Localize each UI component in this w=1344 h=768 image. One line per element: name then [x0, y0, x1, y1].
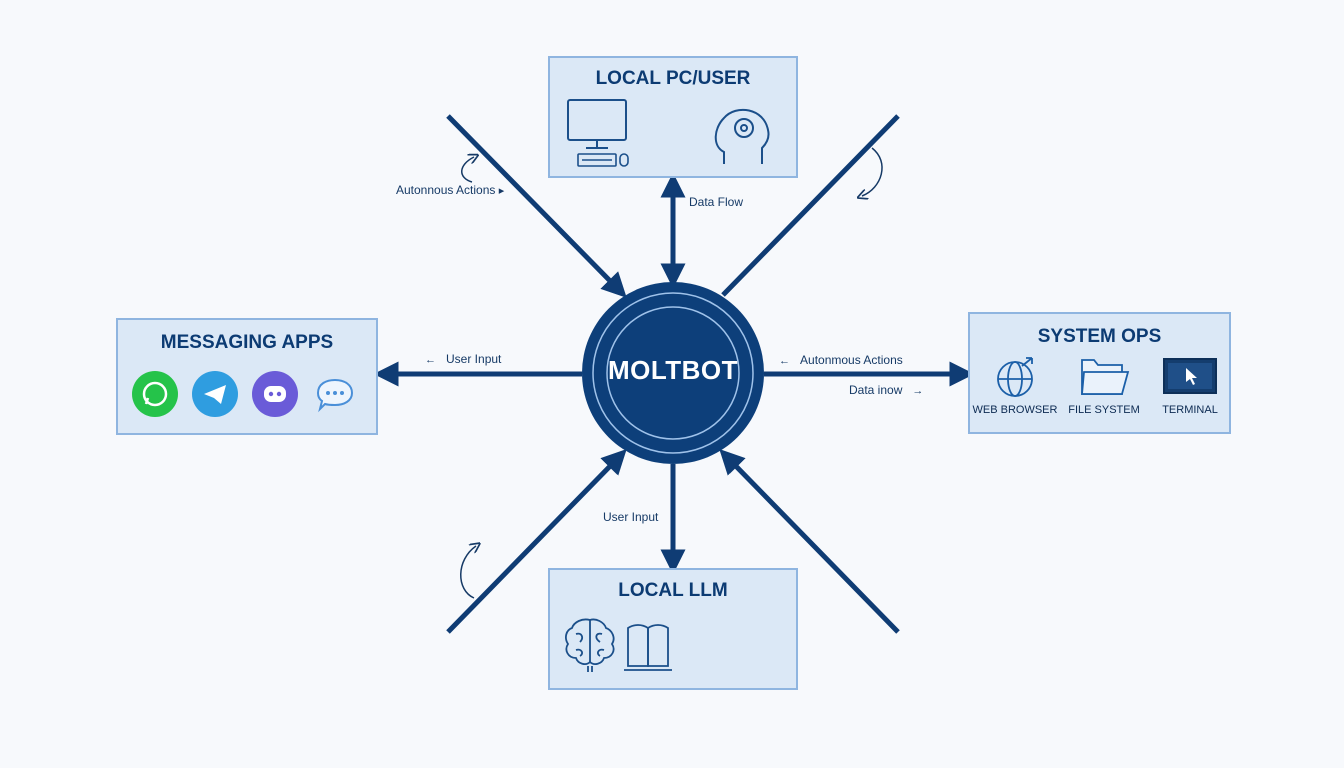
whatsapp-icon: [132, 371, 178, 417]
brain-icon: [565, 618, 615, 672]
label-top: Data Flow: [689, 195, 744, 209]
hub-ring: [592, 292, 754, 454]
book-icon: [624, 624, 672, 671]
arrow-left-icon: ←: [779, 355, 790, 367]
node-system-ops: SYSTEM OPS WEB BROWSER FILE SYSTEM TERMI…: [968, 312, 1231, 434]
chat-bubble-icon: [312, 371, 358, 417]
curve-arrow-top-right: [862, 147, 883, 196]
mouse-icon: [619, 153, 629, 167]
folder-icon: [1081, 359, 1130, 395]
node-system-ops-title: SYSTEM OPS: [1037, 326, 1162, 347]
node-local-llm-title: LOCAL LLM: [618, 580, 728, 601]
curve-arrow-top-left: [461, 157, 474, 183]
arrow-right-icon: ▸: [498, 185, 505, 197]
system-item-file-system: FILE SYSTEM: [1068, 404, 1140, 416]
label-right-bottom: Data inow →: [849, 383, 924, 397]
label-left: ← User Input: [425, 352, 502, 366]
hub-label: MOLTBOT: [607, 355, 739, 385]
node-local-pc: LOCAL PC/USER: [548, 56, 798, 178]
discord-icon: [252, 371, 298, 417]
globe-icon: [997, 357, 1033, 397]
spoke-bottom-right: [719, 449, 900, 634]
terminal-icon: [1163, 358, 1217, 394]
head-gear-icon: [714, 109, 770, 164]
curve-arrow-bottom-left: [460, 546, 476, 599]
hub-ring-inner: [606, 306, 740, 440]
label-right-top: ← Autonmous Actions: [779, 353, 903, 367]
label-top-left: Autonnous Actions ▸: [396, 183, 505, 197]
node-local-llm: LOCAL LLM: [548, 568, 798, 690]
hub-outer: [582, 282, 764, 464]
system-item-web-browser: WEB BROWSER: [972, 404, 1058, 416]
keyboard-icon: [577, 153, 617, 167]
node-local-pc-title: LOCAL PC/USER: [595, 68, 751, 89]
arrow-right-icon: →: [912, 385, 924, 397]
telegram-icon: [192, 371, 238, 417]
arrow-left-icon: ←: [425, 354, 436, 366]
system-item-terminal: TERMINAL: [1162, 404, 1218, 416]
computer-icon: [567, 99, 627, 149]
spoke-top-right: [721, 114, 900, 297]
spoke-bottom-left: [446, 449, 627, 634]
node-messaging: MESSAGING APPS: [116, 318, 378, 435]
label-bottom: User Input: [603, 510, 659, 524]
spoke-top-left: [446, 114, 627, 298]
node-messaging-title: MESSAGING APPS: [160, 332, 334, 353]
